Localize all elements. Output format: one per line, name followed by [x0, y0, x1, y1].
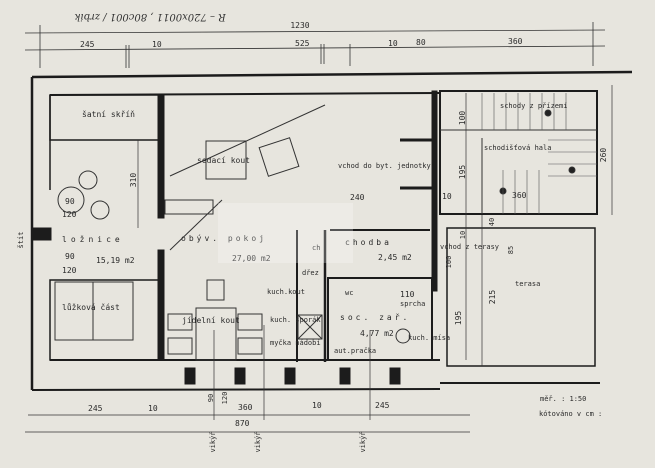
dim-top-10a: 10	[152, 40, 162, 49]
dim-top-525: 525	[295, 39, 310, 48]
label-closet: ch	[312, 244, 320, 252]
dim-bottom-360: 360	[238, 403, 253, 412]
label-wardrobe: šatní skříň	[82, 109, 135, 119]
dim-bottom-10a: 10	[148, 404, 158, 413]
label-gable: štít	[17, 232, 25, 249]
label-bedroom-area: 15,19 m2	[96, 256, 135, 265]
label-living-area: 27,00 m2	[232, 254, 271, 263]
label-stairs: schody z přízemí	[500, 102, 567, 110]
label-stair-hall: schodišťová hala	[484, 143, 551, 152]
dim-85: 85	[507, 246, 515, 254]
scale-label: měř. : 1:50	[540, 395, 586, 403]
dim-195-terrace: 195	[454, 311, 463, 326]
label-washbasin: kuch. mísa	[408, 334, 450, 342]
side-dimensions	[25, 85, 613, 433]
dim-top-total: 1230	[290, 21, 309, 30]
dim-360-hall: 360	[512, 191, 527, 200]
svg-text:R – 720x0011 , 80c001 / zrbik: R – 720x0011 , 80c001 / zrbik	[74, 11, 226, 22]
handwritten-note: R – 720x0011 , 80c001 / zrbik	[74, 11, 226, 22]
label-bed-part: lůžková část	[62, 302, 120, 312]
dim-top-10b: 10	[388, 39, 398, 48]
dim-240: 240	[350, 193, 365, 202]
dim-90b: 90	[65, 252, 75, 261]
label-bathroom-area: 4,77 m2	[360, 329, 394, 338]
furniture	[54, 104, 597, 361]
label-corridor: chodba	[345, 238, 392, 247]
label-dishwasher: myčka nádobí	[270, 339, 321, 347]
label-bathroom: soc. zař.	[340, 313, 410, 322]
label-washer: aut.pračka	[334, 347, 376, 355]
label-kitchen: kuch.kout	[267, 288, 305, 296]
label-entry-unit: vchod do byt. jednotky	[338, 162, 431, 170]
dim-bottom-245b: 245	[375, 401, 390, 410]
label-pantry: dřez	[302, 269, 319, 277]
dim-top-360: 360	[508, 37, 523, 46]
label-dormer-1: vikýř	[209, 431, 217, 452]
label-dormer-3: vikýř	[359, 431, 367, 452]
dim-10-terrace: 10	[459, 231, 467, 239]
dim-215: 215	[488, 290, 497, 305]
label-stove: kuch. sporák	[270, 316, 321, 324]
label-dining: jídelní kout	[182, 316, 240, 325]
dim-top-80: 80	[416, 38, 426, 47]
dim-310: 310	[129, 173, 138, 188]
dim-window-90: 90	[207, 394, 215, 402]
dim-10-entry: 10	[442, 192, 452, 201]
dim-120a: 120	[62, 210, 77, 219]
dim-195-entry: 195	[458, 165, 467, 180]
label-living: obýv. pokoj	[181, 234, 267, 243]
dim-120b: 120	[62, 266, 77, 275]
dim-110: 110	[400, 290, 415, 299]
watermark-logo	[218, 203, 353, 263]
dim-bottom-10b: 10	[312, 401, 322, 410]
label-seating: sedací kout	[197, 156, 250, 165]
dim-260: 260	[599, 148, 608, 163]
top-dimensions	[24, 22, 606, 68]
stair-treads	[481, 93, 597, 214]
label-bedroom: ložnice	[62, 235, 124, 244]
label-wc: wc	[345, 289, 353, 297]
dim-bottom-total: 870	[235, 419, 250, 428]
dim-top-245: 245	[80, 40, 95, 49]
dim-bottom-245a: 245	[88, 404, 103, 413]
label-terrace: terasa	[515, 280, 540, 288]
dim-100-terrace: 100	[445, 256, 453, 269]
dim-90a: 90	[65, 197, 75, 206]
dim-40: 40	[488, 218, 496, 226]
dim-100-stair: 100	[458, 111, 467, 126]
label-dormer-2: vikýř	[254, 431, 262, 452]
outer-walls	[30, 70, 633, 391]
label-shower: sprcha	[400, 300, 425, 308]
dim-window-120: 120	[221, 392, 229, 405]
label-entry-terrace: vchod z terasy	[440, 243, 499, 251]
label-corridor-area: 2,45 m2	[378, 253, 412, 262]
units-label: kótováno v cm :	[539, 410, 602, 418]
